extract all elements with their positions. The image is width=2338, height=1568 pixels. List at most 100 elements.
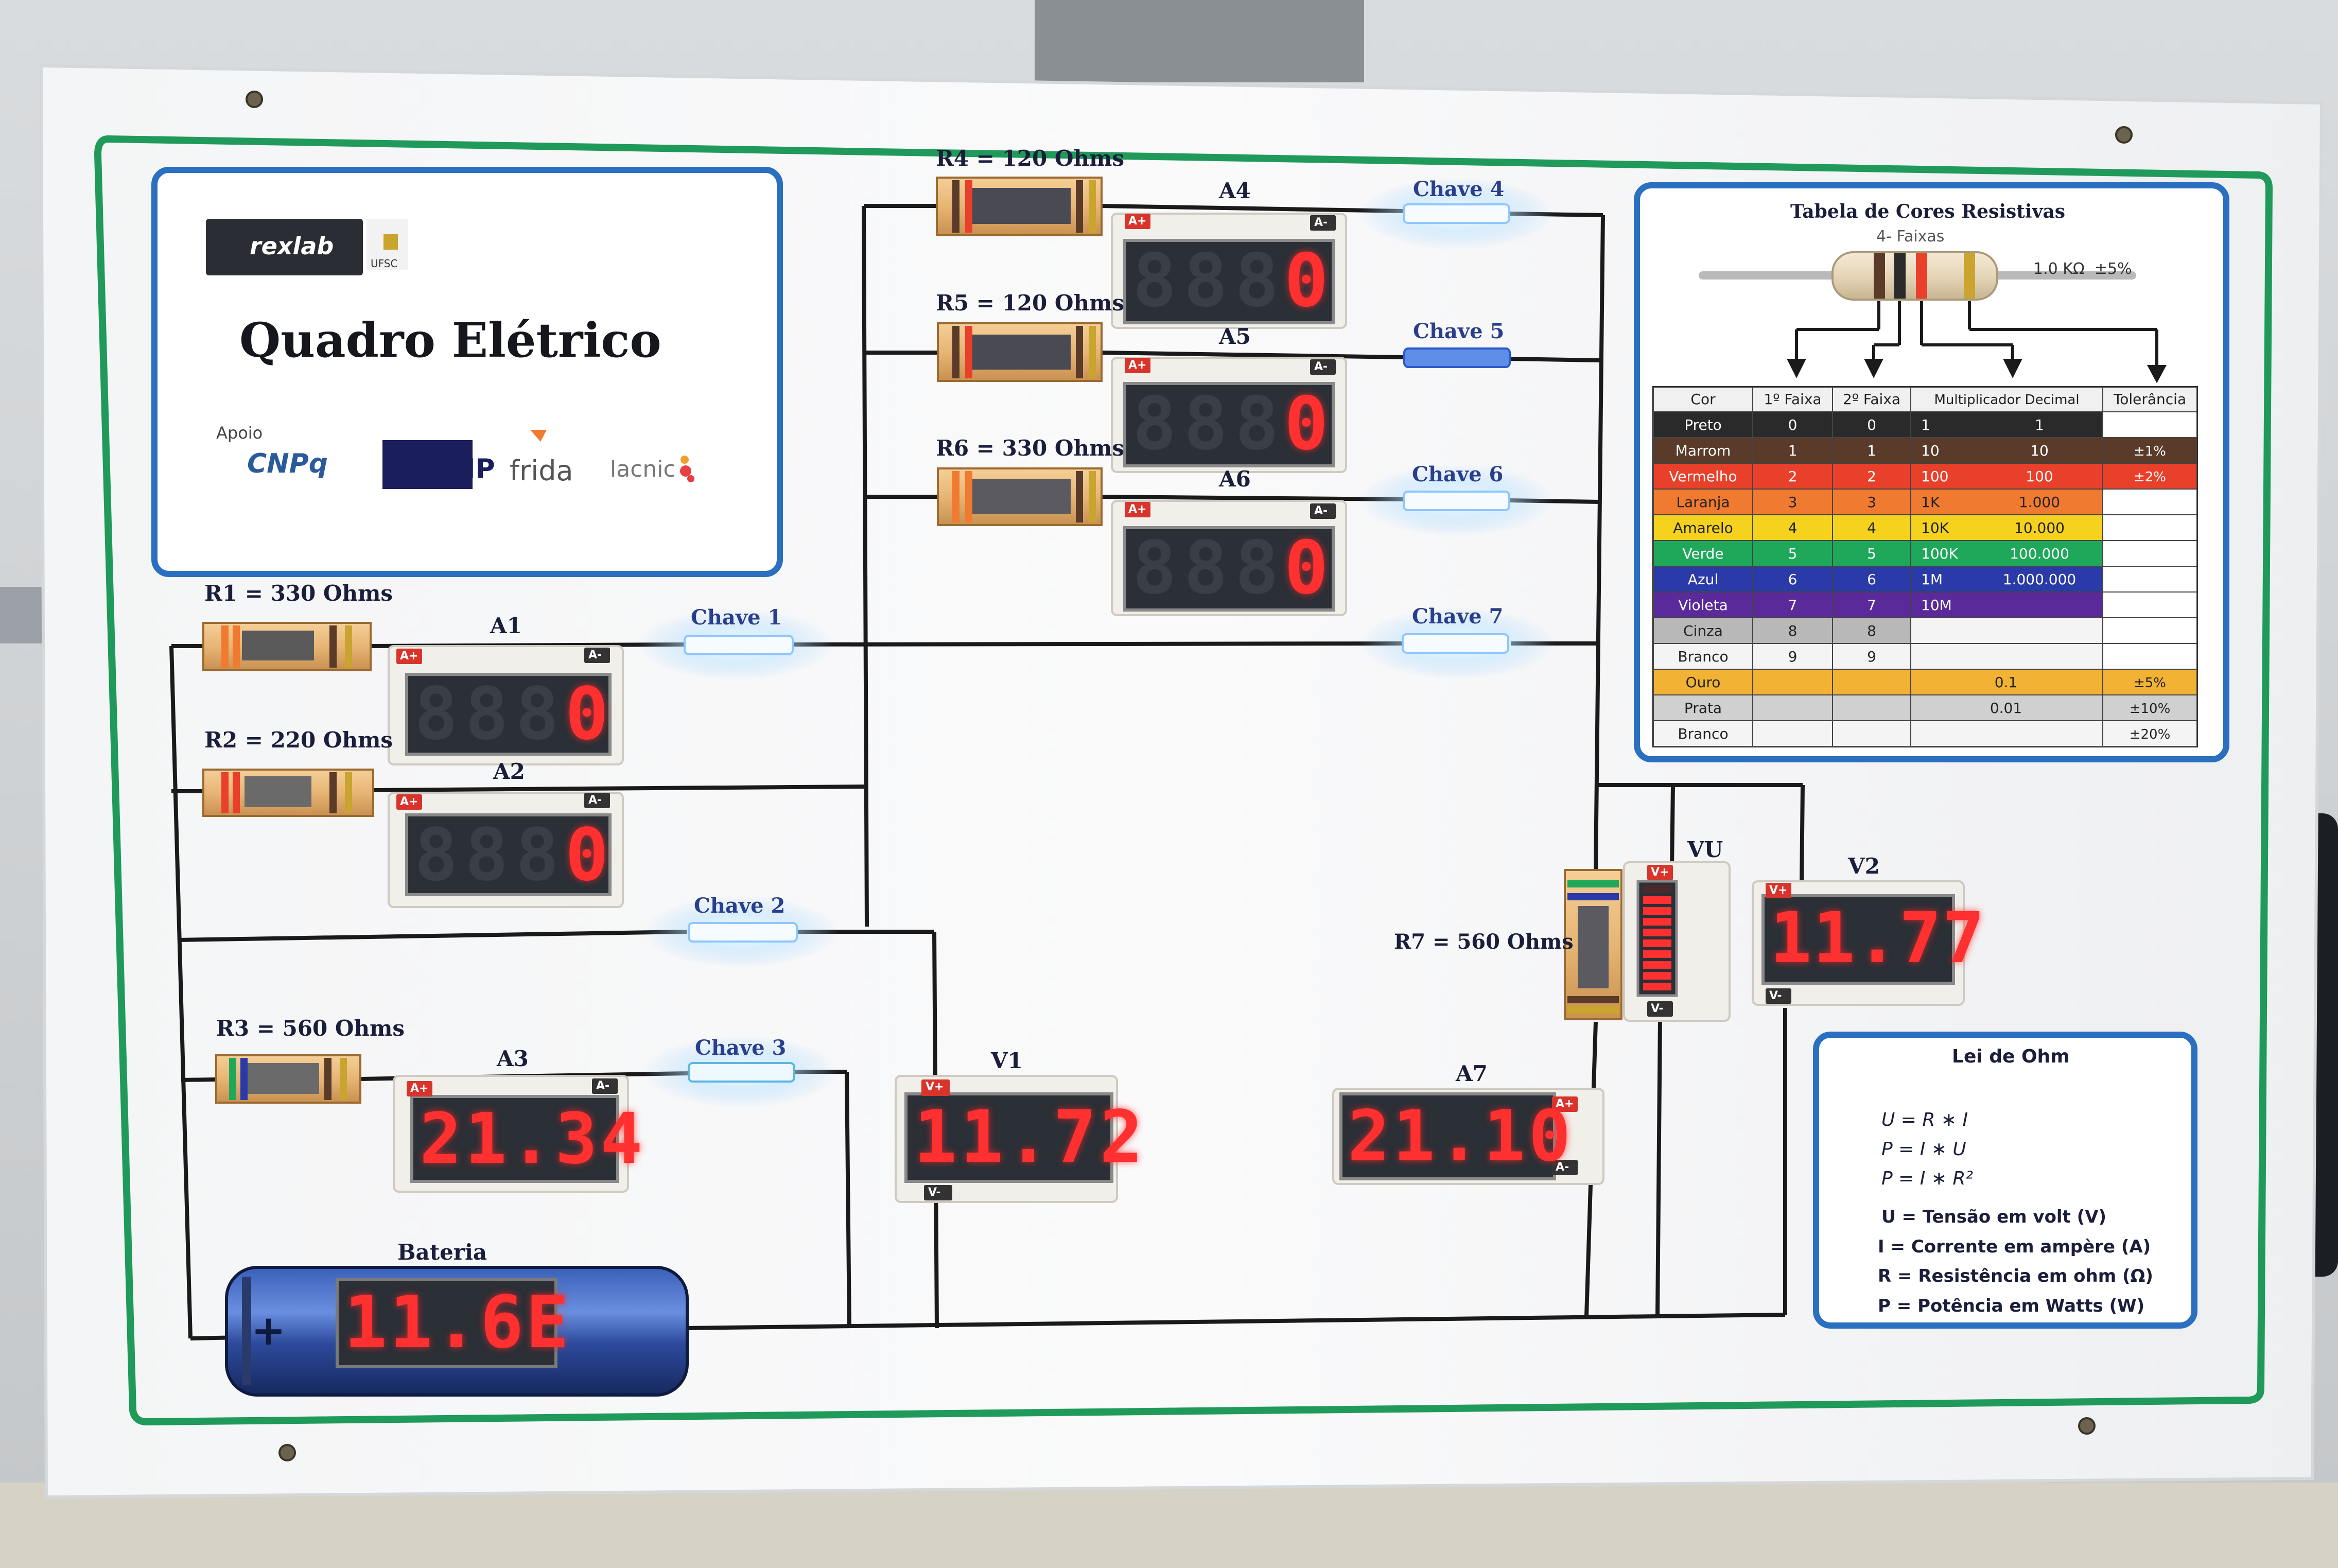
color-table-digit-cells — [1752, 566, 1911, 593]
color-table-header-cell — [2102, 387, 2197, 412]
color-table-digit-cells — [1752, 489, 1911, 515]
switch-2[interactable] — [688, 922, 798, 943]
ohm-legend-4: P = Potência em Watts (W) — [1878, 1296, 2145, 1316]
color-table-cell-text: 10 — [1921, 442, 1940, 459]
color-table-header-cell — [1910, 387, 2103, 412]
color-table-cell-text: ±1% — [2134, 444, 2166, 459]
a5-label: A5 — [1219, 324, 1251, 349]
a5-ghost-digits: 888 — [1132, 381, 1286, 466]
color-table-cell-text: ±10% — [2130, 701, 2171, 717]
v2-label: V2 — [1848, 853, 1880, 879]
frida-logo-mark — [530, 430, 547, 442]
vu-bar-segment — [1643, 885, 1671, 893]
switch-6[interactable] — [1403, 491, 1510, 511]
color-table-cell-text: Branco — [1678, 648, 1728, 665]
sponsor-frida: frida — [510, 455, 573, 487]
color-table-cell-text: 1 — [1921, 416, 1930, 433]
vu-bar-segment — [1643, 983, 1671, 990]
sponsor-lacnic: lacnic — [610, 456, 676, 482]
ohm-law-panel — [1813, 1032, 2197, 1329]
switches — [638, 178, 1555, 1108]
r3-label: R3 = 560 Ohms — [216, 1016, 405, 1041]
vu-bar-segment — [1643, 929, 1671, 936]
color-table-digit-cells — [1752, 591, 1911, 618]
rexlab-logo-text: rexlab — [250, 232, 334, 260]
color-table-color-cell — [1653, 643, 1753, 670]
color-table-cell-text: 4 — [1788, 519, 1798, 536]
color-table-cell-text: Marrom — [1676, 442, 1731, 459]
ohm-legend-1: U = Tensão em volt (V) — [1881, 1207, 2107, 1227]
color-table-cell-text: 3 — [1788, 494, 1798, 511]
a1-minus-badge: A- — [588, 649, 602, 661]
color-table-cell-text: 2 — [1788, 468, 1798, 485]
color-table-cell-text: ±20% — [2130, 727, 2171, 742]
a4-ghost-digits: 888 — [1132, 238, 1286, 323]
color-table-cell-text: 6 — [1867, 571, 1876, 588]
switch-3-label: Chave 3 — [695, 1036, 787, 1060]
a4-readout: 0 — [1284, 238, 1336, 323]
color-table-tolerance-cell — [2102, 411, 2197, 438]
meter-cases — [388, 213, 1965, 1203]
a1-plus-badge: A+ — [400, 650, 418, 663]
a3-minus-badge: A- — [596, 1079, 610, 1092]
color-table-cell-text: 8 — [1867, 622, 1876, 639]
color-table-tolerance-cell — [2102, 720, 2197, 747]
color-table-multiplier-cell — [1910, 643, 2103, 670]
color-table-multiplier-cell — [1910, 463, 2103, 490]
color-table-cell-text: Vermelho — [1669, 468, 1737, 485]
battery — [225, 1266, 689, 1397]
a7-plus-badge: A+ — [1556, 1097, 1574, 1110]
switch-6-label: Chave 6 — [1412, 462, 1504, 486]
color-table-header-text: Tolerância — [2113, 391, 2186, 408]
color-table-cell-text: 1M — [1921, 571, 1943, 588]
switch-7[interactable] — [1402, 633, 1509, 654]
a5-readout: 0 — [1284, 381, 1336, 466]
color-table-cell-text: 100.000 — [2010, 545, 2069, 562]
color-table-cell-text: 7 — [1788, 597, 1798, 614]
switch-1[interactable] — [684, 635, 794, 655]
a2-minus-badge: A- — [588, 794, 602, 807]
a5-plus-badge: A+ — [1128, 359, 1147, 372]
color-table-cell-text: 7 — [1867, 597, 1876, 614]
switch-5[interactable] — [1403, 347, 1511, 368]
color-table-tolerance-cell — [2102, 437, 2197, 464]
a1-ghost-digits: 888 — [414, 672, 566, 756]
color-table-title: Tabela de Cores Resistivas — [1790, 201, 2066, 222]
color-table-color-cell — [1653, 411, 1753, 438]
ohm-legend-3: R = Resistência em ohm (Ω) — [1878, 1266, 2153, 1286]
color-table-multiplier-cell — [1910, 720, 2103, 747]
a6-label: A6 — [1219, 466, 1251, 492]
color-table-multiplier-cell — [1910, 566, 2103, 593]
vu-label: VU — [1687, 837, 1723, 862]
color-table-cell-text: Azul — [1688, 571, 1718, 588]
color-table-digit-cells — [1752, 411, 1911, 438]
resistor-bodies — [202, 177, 1622, 1104]
a7-label: A7 — [1456, 1061, 1488, 1086]
switch-4[interactable] — [1403, 203, 1510, 224]
a2-ghost-digits: 888 — [414, 813, 566, 897]
a4-plus-badge: A+ — [1128, 215, 1147, 228]
color-table-cell-text: 0.01 — [1990, 700, 2022, 717]
a2-plus-badge: A+ — [400, 795, 418, 808]
color-table-multiplier-cell — [1910, 591, 2103, 618]
board-title: Quadro Elétrico — [239, 312, 661, 368]
color-table-cell-text: 10M — [1921, 597, 1952, 614]
color-table-cell-text: ±2% — [2134, 469, 2166, 485]
switch-3[interactable] — [688, 1062, 795, 1083]
sponsor-rnp: RNP — [432, 454, 495, 484]
color-table-cell-text: Cinza — [1683, 622, 1723, 639]
color-table-digit-cells — [1752, 617, 1911, 644]
color-table-cell-text: Branco — [1678, 725, 1728, 742]
v2-plus-badge: V+ — [1769, 884, 1788, 897]
color-table-cell-text: Violeta — [1678, 597, 1728, 614]
color-table-cell-text: 10 — [2030, 442, 2049, 459]
color-table-cell-text: Ouro — [1686, 674, 1721, 691]
color-table-color-cell — [1653, 591, 1753, 618]
color-table-tolerance-cell — [2102, 694, 2197, 721]
color-table-cell-text: 2 — [1867, 468, 1876, 485]
color-table-tolerance-cell — [2102, 566, 2197, 593]
color-table-cell-text: 10K — [1921, 519, 1949, 536]
color-table-multiplier-cell — [1910, 489, 2103, 515]
ufsc-logo-text: UFSC — [371, 257, 398, 270]
